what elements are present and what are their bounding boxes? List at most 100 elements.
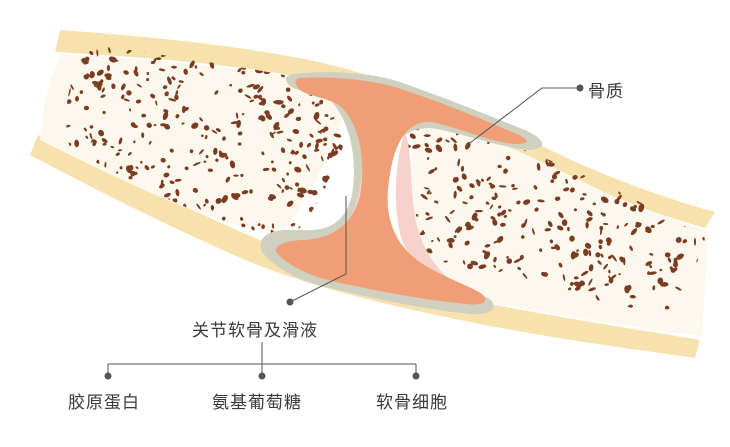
bone-pore	[316, 202, 319, 204]
bone-pore	[702, 124, 707, 130]
bone-pore	[639, 141, 645, 145]
bone-pore	[617, 147, 626, 156]
bone-pore	[625, 164, 632, 174]
bone-pore	[636, 147, 643, 153]
dot-glucosamine	[259, 373, 266, 380]
bone-pore	[577, 124, 585, 132]
bone-pore	[319, 204, 325, 209]
bone-pore	[102, 232, 106, 238]
bone-pore	[335, 52, 345, 61]
bone-pore	[648, 180, 654, 183]
bone-pore	[72, 192, 76, 196]
bone-pore	[563, 122, 568, 127]
bone-pore	[660, 142, 666, 148]
bone-pore	[680, 162, 685, 166]
bone-pore	[195, 65, 198, 68]
bone-pore	[607, 144, 615, 151]
bone-pore	[358, 51, 361, 54]
bone-pore	[679, 109, 684, 114]
bone-pore	[579, 123, 584, 128]
bone-pore	[570, 135, 576, 140]
bone-pore	[595, 114, 599, 119]
bone-pore	[653, 154, 659, 159]
dot-bone	[577, 85, 584, 92]
bone-pore	[593, 120, 599, 126]
bone-pore	[640, 153, 643, 156]
bone-pore	[127, 206, 131, 209]
bone-pore	[573, 154, 579, 161]
bone-pore	[338, 202, 346, 207]
bone-pore	[138, 234, 144, 241]
bone-pore	[78, 236, 82, 240]
bone-pore	[594, 119, 603, 125]
bone-pore	[154, 222, 159, 226]
bone-pore	[147, 227, 152, 234]
bone-pore	[545, 137, 551, 143]
bone-pore	[555, 121, 560, 126]
bone-pore	[93, 199, 101, 202]
bone-pore	[330, 200, 334, 204]
bone-pore	[654, 118, 659, 123]
bone-pore	[352, 52, 359, 62]
bone-pore	[145, 227, 151, 234]
bone-pore	[544, 138, 553, 147]
bone-pore	[573, 122, 577, 130]
dot-cartilage	[287, 299, 294, 306]
bone-pore	[311, 215, 320, 224]
bone-pore	[560, 133, 569, 140]
bone-pore	[594, 133, 598, 139]
bone-pore	[577, 111, 584, 120]
bone-pore	[562, 111, 570, 119]
bone-pore	[601, 133, 606, 136]
bone-pore	[616, 124, 620, 130]
bone-pore	[332, 183, 341, 188]
bone-pore	[695, 158, 702, 167]
bone-pore	[655, 124, 664, 129]
bone-pore	[309, 207, 315, 213]
bone-pore	[72, 193, 76, 199]
bone-pore	[233, 175, 239, 177]
bone-pore	[573, 140, 575, 144]
bone-pore	[88, 233, 95, 236]
bone-pore	[103, 215, 107, 220]
bone-pore	[654, 173, 660, 179]
label-bone: 骨质	[588, 77, 624, 102]
bone-pore	[696, 157, 702, 162]
bone-pore	[635, 113, 641, 122]
bone-pore	[689, 154, 697, 162]
bone-pore	[671, 144, 679, 147]
bone-pore	[582, 116, 586, 121]
bone-pore	[671, 178, 676, 184]
bone-pore	[68, 221, 77, 224]
bone-pore	[294, 49, 302, 56]
bone-pore	[475, 210, 483, 212]
bone-pore	[667, 146, 674, 153]
bone-pore	[561, 150, 566, 155]
bone-pore	[347, 48, 353, 54]
bone-pore	[677, 185, 685, 195]
dot-collagen	[105, 373, 112, 380]
bone-pore	[162, 228, 168, 235]
bone-pore	[58, 190, 66, 198]
bone-pore	[573, 136, 581, 145]
bone-pore	[704, 303, 709, 312]
bone-pore	[664, 189, 666, 192]
bone-pore	[619, 142, 629, 152]
bone-pore	[499, 107, 505, 115]
bone-pore	[63, 237, 68, 240]
bone-pore	[157, 224, 162, 230]
bone-pore	[112, 207, 117, 212]
bone-pore	[156, 222, 160, 227]
bone-pore	[109, 212, 115, 218]
bone-pore	[702, 110, 708, 115]
bone-pore	[337, 192, 343, 198]
label-chondrocyte: 软骨细胞	[376, 388, 448, 413]
bone-pore	[499, 113, 505, 119]
bone-pore	[676, 172, 684, 176]
dot-chondrocyte	[413, 373, 420, 380]
bone-pore	[290, 222, 296, 227]
bone-pore	[653, 169, 661, 175]
bone-pore	[586, 121, 594, 130]
bone-pore	[605, 113, 609, 118]
